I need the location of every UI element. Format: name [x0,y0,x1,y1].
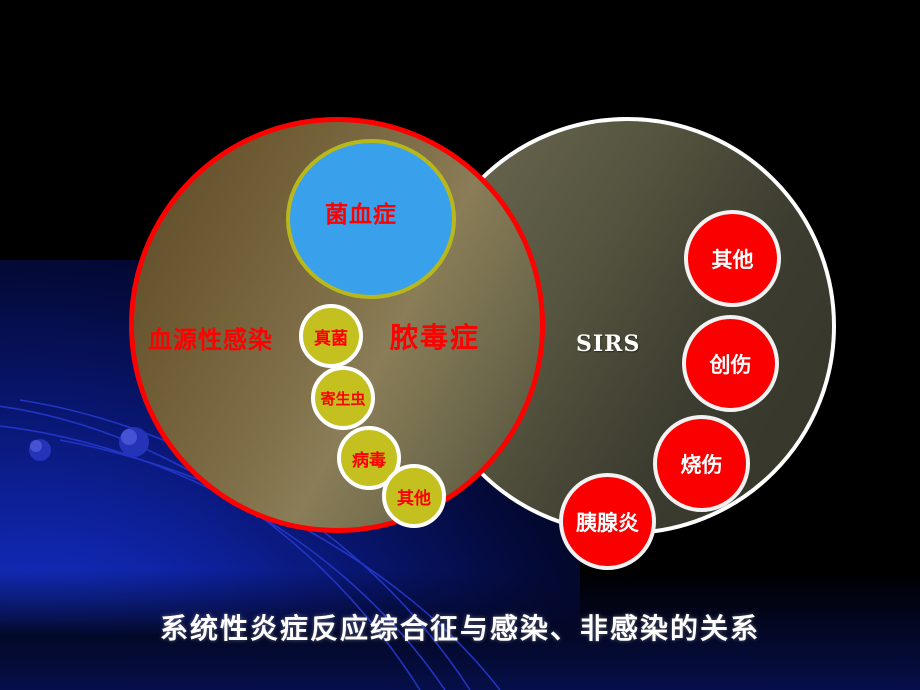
bacteremia-label: 菌血症 [325,201,397,228]
pathogen-bubble-label: 其他 [397,488,431,509]
noninfectious-bubble-label: 烧伤 [680,451,723,477]
noninfectious-bubble-pancreatitis[interactable]: 胰腺炎 [559,473,656,570]
noninfectious-bubble-label: 胰腺炎 [576,509,639,535]
noninfectious-bubble-burn[interactable]: 烧伤 [653,415,750,512]
noninfectious-bubble-trauma[interactable]: 创伤 [682,315,779,412]
pathogen-bubble-parasite[interactable]: 寄生虫 [311,366,375,430]
noninfectious-bubble-label: 创伤 [709,351,752,377]
pathogen-bubble-label: 病毒 [352,450,386,471]
pathogen-bubble-fungus[interactable]: 真菌 [299,304,363,368]
bloodstream-infection-label: 血源性感染 [148,325,273,354]
pathogen-bubble-label: 真菌 [314,328,348,349]
noninfectious-bubble-label: 其他 [711,246,754,272]
sepsis-label: 脓毒症 [390,321,481,354]
bacteremia-circle[interactable] [286,139,456,299]
pathogen-bubble-other[interactable]: 其他 [382,464,446,528]
sirs-label: SIRS [576,331,641,357]
pathogen-bubble-label: 寄生虫 [320,389,366,408]
noninfectious-bubble-other[interactable]: 其他 [684,210,781,307]
slide-caption: 系统性炎症反应综合征与感染、非感染的关系 [159,612,760,645]
